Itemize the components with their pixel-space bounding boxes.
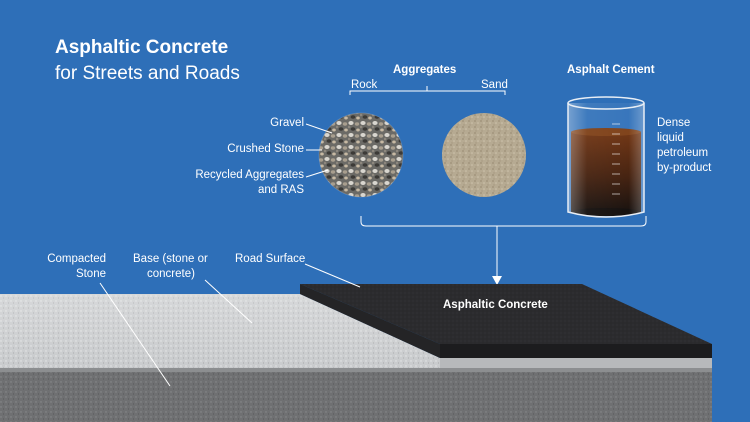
arrow-down-icon	[492, 276, 502, 285]
base-label-2: concrete)	[147, 267, 195, 282]
diagram-subtitle: for Streets and Roads	[55, 62, 240, 86]
gravel-label: Gravel	[270, 116, 304, 131]
crushed-stone-label: Crushed Stone	[227, 142, 304, 157]
asphalt-cement-desc-2: liquid	[657, 131, 684, 146]
asphalt-cement-desc-4: by-product	[657, 161, 711, 176]
base-label-1: Base (stone or	[133, 252, 208, 267]
road-surface-label: Road Surface	[235, 252, 305, 267]
asphalt-cement-beaker	[568, 97, 644, 217]
diagram-title: Asphaltic Concrete	[55, 36, 228, 60]
asphaltic-concrete-label: Asphaltic Concrete	[443, 298, 548, 313]
compacted-stone-label-2: Stone	[76, 267, 106, 282]
sand-sample-image	[442, 113, 526, 197]
ras-label: and RAS	[258, 183, 304, 198]
rock-label: Rock	[351, 78, 377, 93]
recycled-aggregates-label: Recycled Aggregates	[195, 168, 304, 183]
sand-label: Sand	[481, 78, 508, 93]
ingredients-bracket	[361, 216, 646, 277]
compacted-stone-layer	[0, 368, 712, 422]
asphalt-cement-heading: Asphalt Cement	[567, 63, 655, 78]
compacted-stone-label-1: Compacted	[47, 252, 106, 267]
gravel-sample-image	[319, 113, 403, 197]
asphalt-cement-desc-1: Dense	[657, 116, 690, 131]
aggregates-heading: Aggregates	[393, 63, 456, 78]
asphalt-cement-desc-3: petroleum	[657, 146, 708, 161]
